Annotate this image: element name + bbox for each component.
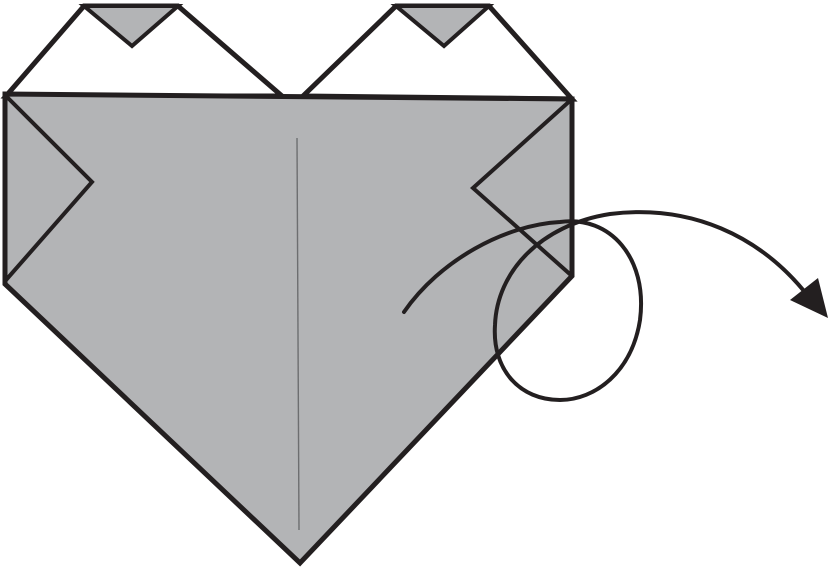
loop-arrow-icon — [402, 210, 810, 403]
right-fold-flap — [469, 97, 574, 278]
left-lobe-tip — [78, 4, 184, 49]
heart-body — [2, 91, 575, 567]
right-lobe-tip — [390, 3, 495, 49]
center-crease — [296, 137, 300, 531]
arrow-head-icon — [790, 278, 828, 318]
left-fold-flap — [4, 94, 95, 282]
